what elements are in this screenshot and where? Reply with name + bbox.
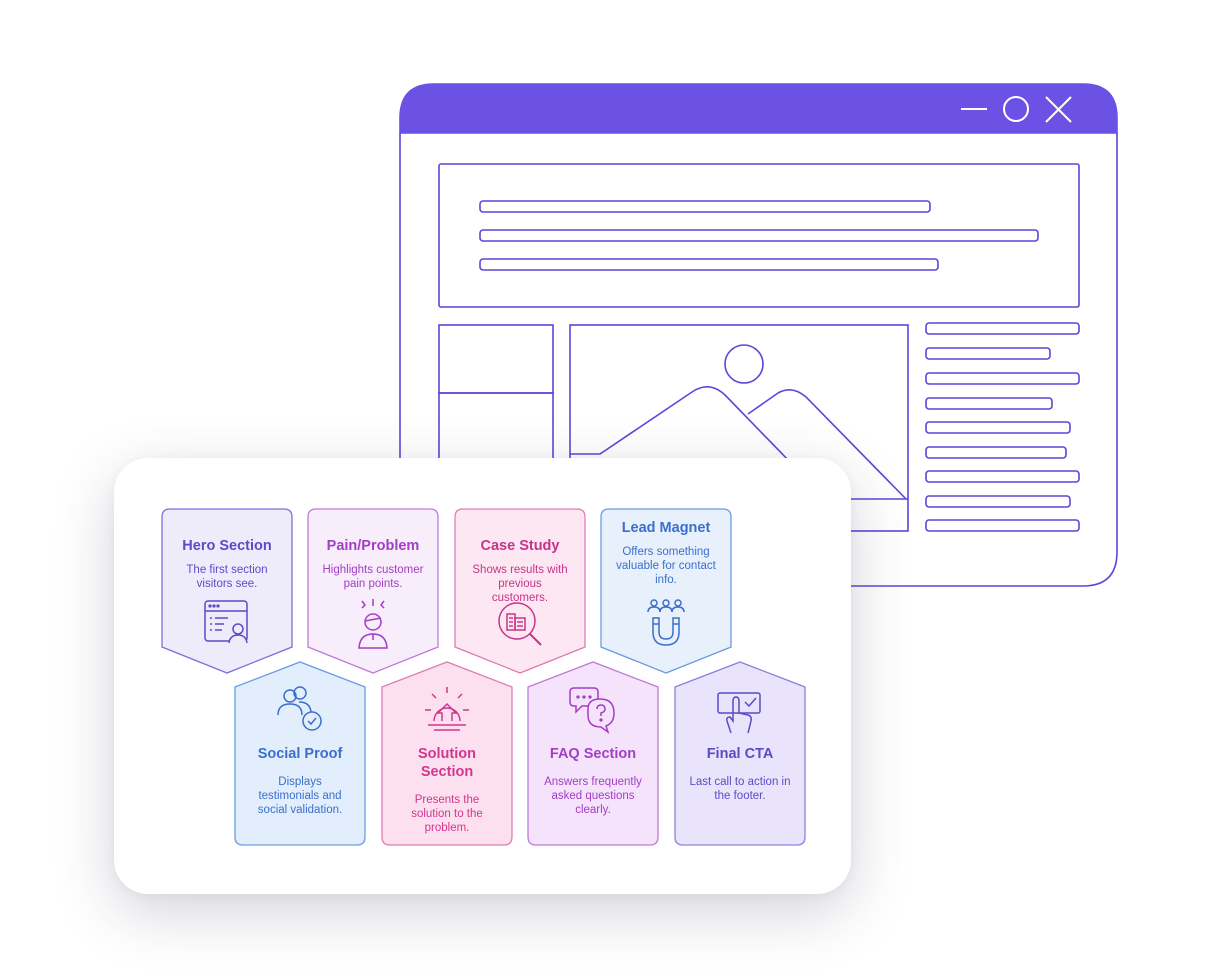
section-description: Shows results with previous customers. bbox=[472, 564, 568, 604]
section-title: Hero Section bbox=[182, 538, 272, 554]
hand-click-icon bbox=[717, 692, 761, 734]
section-tile-faq: FAQ Section Answers frequently asked que… bbox=[527, 661, 659, 846]
magnet-people-icon bbox=[647, 599, 685, 646]
section-description: Displays testimonials and social validat… bbox=[257, 776, 343, 816]
section-title: Solution Section bbox=[418, 746, 476, 780]
section-description: Highlights customer pain points. bbox=[322, 564, 424, 590]
window-titlebar bbox=[399, 83, 1118, 134]
magnifier-chart-icon bbox=[498, 602, 542, 646]
section-tile-case-study: Case Study Shows results with previous c… bbox=[454, 508, 586, 674]
section-title: Lead Magnet bbox=[621, 520, 711, 536]
section-tile-hero: Hero Section The first section visitors … bbox=[161, 508, 293, 674]
section-title: FAQ Section bbox=[549, 746, 637, 762]
section-description: Last call to action in the footer. bbox=[689, 776, 791, 802]
wireframe-header-block bbox=[438, 163, 1080, 308]
section-description: Offers something valuable for contact in… bbox=[616, 546, 716, 586]
browser-user-icon bbox=[204, 600, 248, 644]
sunrise-arrow-icon bbox=[425, 687, 469, 731]
stressed-person-icon bbox=[358, 599, 388, 649]
wireframe-text-line bbox=[479, 229, 1039, 242]
window-frame bbox=[399, 133, 1118, 587]
section-description: The first section visitors see. bbox=[186, 564, 268, 590]
wireframe-list bbox=[925, 322, 1080, 532]
chat-question-icon bbox=[569, 687, 615, 734]
section-tile-social-proof: Social Proof Displays testimonials and s… bbox=[234, 661, 366, 846]
section-tile-pain-problem: Pain/Problem Highlights customer pain po… bbox=[307, 508, 439, 674]
section-title: Final CTA bbox=[706, 746, 774, 762]
section-title: Pain/Problem bbox=[326, 538, 420, 554]
section-tile-lead-magnet: Lead Magnet Offers something valuable fo… bbox=[600, 508, 732, 674]
users-check-icon bbox=[277, 686, 322, 731]
landing-page-sections-card: Hero Section The first section visitors … bbox=[114, 458, 851, 894]
close-icon[interactable] bbox=[1045, 96, 1072, 123]
section-title: Case Study bbox=[480, 538, 560, 554]
section-tile-solution: Solution Section Presents the solution t… bbox=[381, 661, 513, 846]
section-description: Presents the solution to the problem. bbox=[411, 794, 483, 834]
section-title: Social Proof bbox=[257, 746, 343, 762]
wireframe-text-line bbox=[479, 258, 939, 271]
wireframe-side-block bbox=[438, 324, 554, 394]
wireframe-text-line bbox=[479, 200, 931, 213]
section-tile-final-cta: Final CTA Last call to action in the foo… bbox=[674, 661, 806, 846]
maximize-icon[interactable] bbox=[1003, 96, 1029, 122]
section-description: Answers frequently asked questions clear… bbox=[544, 776, 642, 816]
